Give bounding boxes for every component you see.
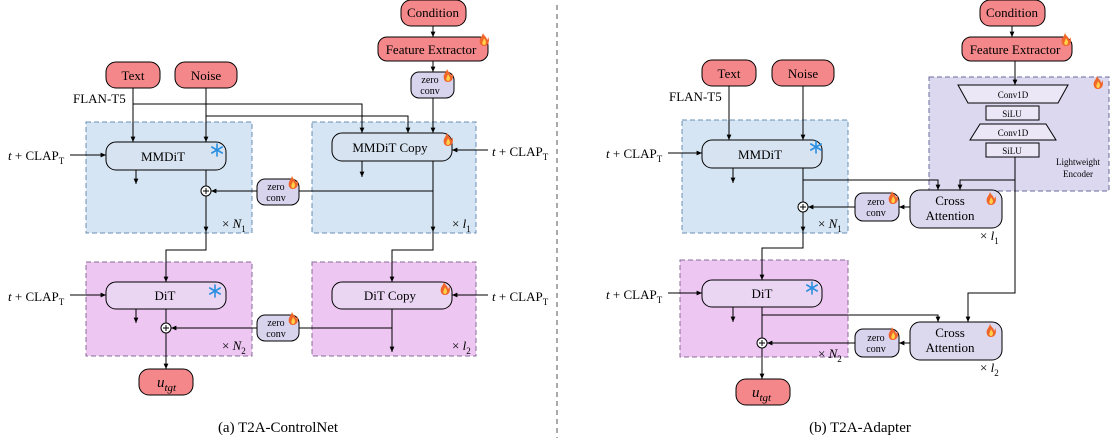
mmdit-box — [701, 139, 823, 169]
cross-attention-label: Attention — [925, 340, 975, 355]
mmdit-copy-box — [331, 132, 453, 162]
silu-label: SiLU — [1002, 109, 1022, 119]
silu-label: SiLU — [1002, 146, 1022, 156]
silu-layer — [985, 105, 1040, 121]
feature-extractor-label: Feature Extractor — [386, 42, 477, 57]
controlnet-panel: Condition Feature Extractor zero conv Te… — [8, 0, 549, 436]
timestep-clap-label: t + CLAPT — [606, 146, 663, 164]
conv1d-label: Conv1D — [998, 90, 1029, 100]
timestep-clap-label: t + CLAPT — [8, 148, 65, 166]
cross-attention-label: Attention — [925, 208, 975, 223]
dit-label: DiT — [752, 286, 773, 301]
mmdit-box — [105, 141, 227, 171]
condition-label: Condition — [407, 5, 460, 20]
zero-label: zero — [867, 197, 884, 208]
repeat-n2-label: × N2 — [818, 346, 842, 364]
conv1d-label: Conv1D — [998, 128, 1029, 138]
repeat-l1-label: × l1 — [452, 216, 471, 234]
mmdit-label: MMDiT — [738, 147, 782, 162]
timestep-clap-label: t + CLAPT — [492, 144, 549, 162]
zero-label: zero — [421, 75, 438, 86]
adapter-panel: Condition Feature Extractor Conv1D SiLU … — [606, 0, 1110, 436]
text-label: Text — [122, 68, 145, 83]
cross-attention-box — [909, 189, 1003, 229]
fire-icon — [479, 33, 489, 46]
repeat-n1-label: × N1 — [818, 216, 842, 234]
repeat-n2-label: × N2 — [222, 338, 246, 356]
cross-attention-label: Cross — [935, 325, 965, 340]
dit-label: DiT — [155, 288, 176, 303]
text-label: Text — [718, 66, 741, 81]
conv-label: conv — [266, 193, 285, 204]
cross-attention-box — [909, 321, 1003, 361]
encoder-label: Encoder — [1063, 169, 1093, 179]
zero-label: zero — [267, 318, 284, 329]
repeat-l2-label: × l2 — [452, 338, 471, 356]
condition-label: Condition — [986, 5, 1039, 20]
dit-copy-label: DiT Copy — [364, 288, 417, 303]
fire-icon — [288, 176, 298, 189]
feature-extractor-box — [961, 36, 1073, 62]
noise-label: Noise — [191, 68, 222, 83]
timestep-clap-label: t + CLAPT — [492, 289, 549, 307]
zero-label: zero — [867, 333, 884, 344]
mmdit-label: MMDiT — [141, 149, 185, 164]
conv-label: conv — [866, 208, 885, 219]
timestep-clap-label: t + CLAPT — [8, 289, 65, 307]
output-box — [735, 378, 791, 406]
zero-conv-box — [256, 178, 300, 206]
cross-attention-label: Cross — [935, 193, 965, 208]
conv1d-layer — [957, 84, 1069, 104]
flan-t5-label: FLAN-T5 — [73, 91, 126, 106]
conv1d-layer — [969, 123, 1057, 141]
feature-extractor-label: Feature Extractor — [970, 42, 1061, 57]
flan-t5-label: FLAN-T5 — [669, 89, 722, 104]
output-label: utgt — [157, 375, 177, 394]
output-label: utgt — [752, 385, 772, 404]
encoder-label: Lightweight — [1056, 157, 1100, 167]
conv-label: conv — [266, 329, 285, 340]
conv-label: conv — [420, 86, 439, 97]
noise-label: Noise — [788, 66, 819, 81]
fire-icon — [288, 312, 298, 325]
repeat-l2-label: × l2 — [980, 360, 999, 378]
timestep-clap-label: t + CLAPT — [606, 287, 663, 305]
repeat-n1-label: × N1 — [222, 216, 246, 234]
fire-icon — [443, 69, 453, 82]
mmdit-region — [85, 121, 253, 234]
caption-adapter: (b) T2A-Adapter — [809, 420, 911, 436]
mmdit-region — [681, 119, 849, 234]
repeat-l1-label: × l1 — [980, 228, 999, 246]
caption-controlnet: (a) T2A-ControlNet — [218, 420, 339, 436]
conv-label: conv — [866, 344, 885, 355]
mmdit-copy-label: MMDiT Copy — [352, 140, 428, 155]
silu-layer — [985, 142, 1040, 158]
fire-icon — [1061, 33, 1071, 46]
zero-label: zero — [267, 182, 284, 193]
